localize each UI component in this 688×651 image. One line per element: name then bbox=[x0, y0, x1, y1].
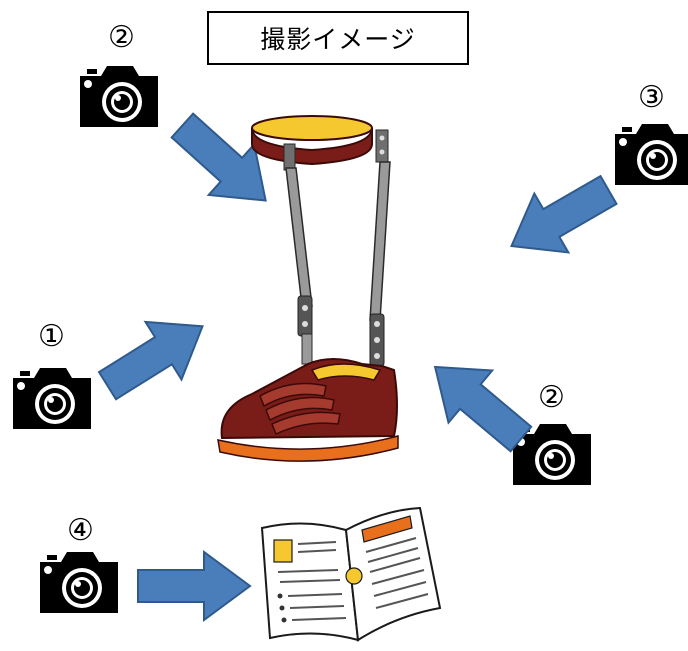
arrow-icon bbox=[84, 292, 226, 420]
view-label-3: ③ bbox=[638, 80, 665, 115]
camera-icon bbox=[77, 62, 161, 130]
camera-icon bbox=[10, 364, 94, 432]
camera-icon bbox=[612, 120, 688, 188]
arrow-icon bbox=[489, 155, 631, 281]
title: 撮影イメージ bbox=[260, 25, 416, 54]
arrow-icon bbox=[134, 548, 254, 624]
view-label-4: ④ bbox=[67, 513, 94, 548]
open-booklet-illustration bbox=[260, 506, 442, 642]
view-label-2a: ② bbox=[108, 20, 135, 55]
camera-icon bbox=[37, 548, 121, 616]
view-label-2b: ② bbox=[538, 380, 565, 415]
title-box: 撮影イメージ bbox=[207, 11, 469, 65]
leg-brace-illustration bbox=[217, 115, 399, 462]
view-label-1: ① bbox=[38, 319, 65, 354]
